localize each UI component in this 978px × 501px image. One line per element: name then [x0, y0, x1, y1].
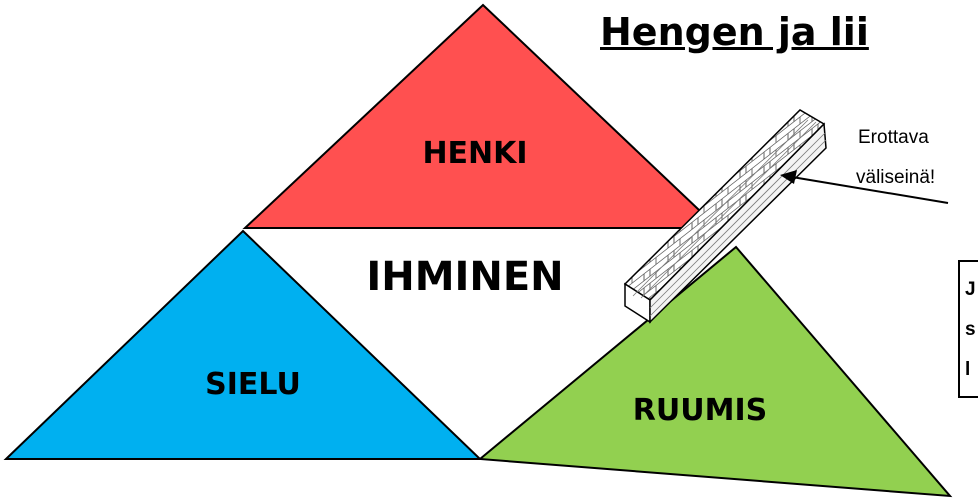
wall-note-line-2: väliseinä!: [856, 167, 936, 188]
side-text-line-1: J: [965, 279, 976, 300]
soul-label: SIELU: [205, 367, 301, 402]
page-title: Hengen ja lii: [600, 10, 869, 54]
side-text-line-3: l: [965, 359, 971, 380]
wall-note-line-1: Erottava: [858, 127, 929, 148]
side-text-box: J s l: [958, 260, 978, 398]
brick-wall-icon: [623, 109, 827, 324]
spirit-label: HENKI: [422, 136, 527, 171]
side-text-line-2: s: [965, 319, 976, 340]
wall-note: Erottava väliseinä!: [856, 118, 936, 198]
body-label: RUUMIS: [633, 393, 767, 428]
human-label: IHMINEN: [366, 254, 563, 300]
arrow-left-icon: [780, 170, 949, 204]
body-triangle: [477, 245, 953, 498]
